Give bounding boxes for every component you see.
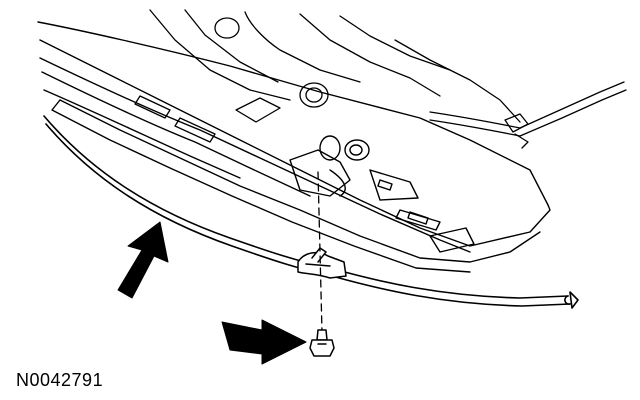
mount-boss	[214, 17, 240, 39]
bushing	[344, 139, 370, 161]
tube-clip-upper	[504, 113, 529, 133]
frame-rail	[37, 21, 551, 273]
bracket-plate	[369, 169, 419, 201]
cable-end	[564, 295, 571, 305]
bolt-icon	[309, 329, 335, 357]
hydraulic-tube	[429, 81, 627, 149]
mount-hole	[299, 82, 329, 108]
figure-id-label: N0042791	[16, 370, 104, 390]
arrow-right-icon	[221, 319, 307, 365]
cable-clip	[297, 247, 347, 279]
brake-cable	[43, 115, 579, 309]
crossmember	[134, 9, 521, 143]
alignment-line	[317, 171, 323, 333]
arrow-up-icon	[117, 221, 169, 299]
mounting-bracket	[289, 135, 475, 253]
